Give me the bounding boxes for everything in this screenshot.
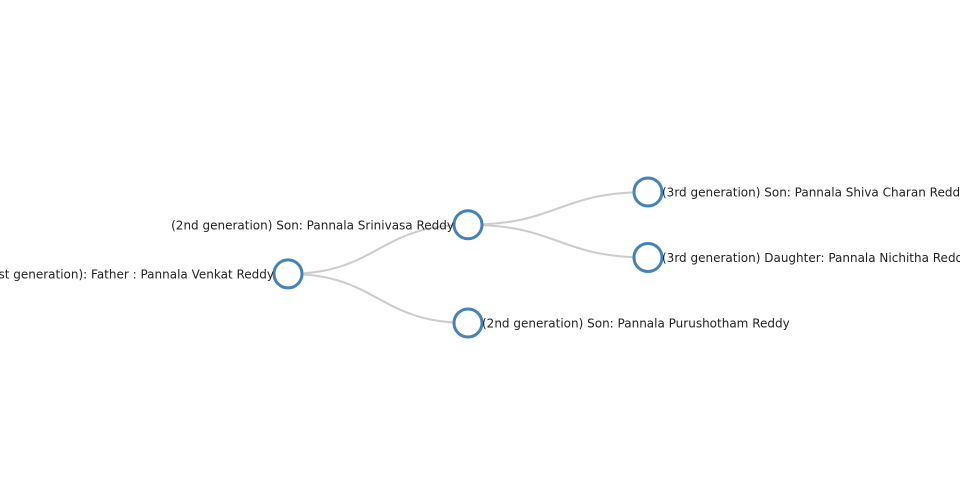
tree-node-n1[interactable]: (1st generation): Father : Pannala Venka… [0,258,304,290]
tree-node-n4[interactable]: (3rd generation) Son: Pannala Shiva Char… [632,176,960,208]
tree-node-n2[interactable]: (2nd generation) Son: Pannala Srinivasa … [171,209,484,241]
tree-links [287,191,649,324]
node-label: (3rd generation) Son: Pannala Shiva Char… [662,186,960,200]
node-circle[interactable] [632,242,664,273]
node-label: (2nd generation) Son: Pannala Srinivasa … [171,218,454,232]
link-n2-n4 [467,191,649,226]
tree-node-n3[interactable]: (2nd generation) Son: Pannala Purushotha… [452,307,790,339]
node-circle[interactable] [632,176,664,208]
node-circle[interactable] [272,258,304,290]
node-circle[interactable] [452,209,484,241]
link-n1-n2 [287,223,469,275]
node-label: (1st generation): Father : Pannala Venka… [0,267,274,281]
link-n1-n3 [287,272,469,324]
tree-node-n5[interactable]: (3rd generation) Daughter: Pannala Nichi… [632,242,960,273]
node-circle[interactable] [452,307,484,339]
link-n2-n5 [467,223,649,259]
node-label: (3rd generation) Daughter: Pannala Nichi… [662,251,960,265]
tree-nodes: (1st generation): Father : Pannala Venka… [0,176,960,339]
node-label: (2nd generation) Son: Pannala Purushotha… [482,317,790,331]
